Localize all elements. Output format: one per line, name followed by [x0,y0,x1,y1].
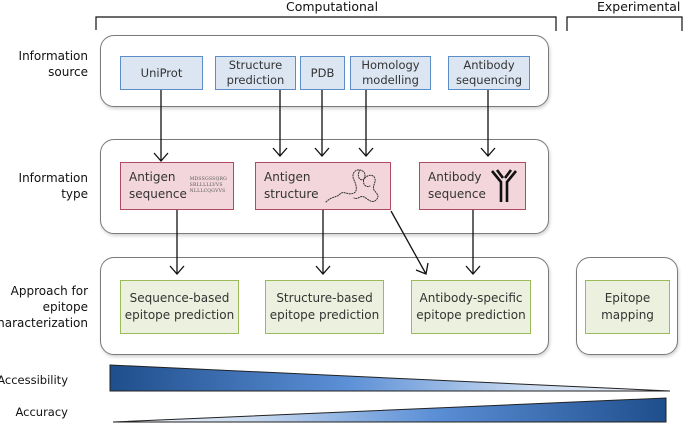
box-text: Antibody [463,58,515,72]
type-antibody-sequence: Antibody sequence [419,162,526,210]
accessibility-label: Accessibility [0,373,68,387]
box-text: Homology [361,58,420,72]
source-uniprot: UniProt [120,56,203,90]
box-text: Antibody [428,170,482,184]
box-text: epitope prediction [124,308,235,322]
accuracy-gradient-wedge [112,397,667,423]
sequence-line: NLLLCQGVVS [189,189,226,194]
row-label-line: type [61,187,88,201]
experimental-bracket [566,16,683,31]
approach-antibody-specific: Antibody-specific epitope prediction [411,280,531,334]
box-text: epitope prediction [269,308,380,322]
row-label-line: Approach for [10,284,88,298]
box-text: Epitope [604,291,651,305]
row-label-line: Information [18,171,88,185]
sequence-text-icon: MDSSGSSQRG SRLLLLLVVS NLLLCQGVVS [190,177,227,195]
box-text: PDB [310,65,335,80]
box-text: sequencing [455,73,523,87]
row-label-information-source: Information source [19,48,88,80]
box-text: UniProt [140,65,183,80]
source-pdb: PDB [300,56,345,90]
box-text: modelling [362,73,419,87]
protein-structure-icon [325,169,379,203]
approach-epitope-mapping: Epitope mapping [585,280,670,334]
box-text: Structure [228,58,283,72]
row-label-line: characterization [0,316,88,330]
box-text: Structure-based [276,291,373,305]
approach-sequence-based: Sequence-based epitope prediction [120,280,239,334]
sequence-line: SRLLLLLVVS [189,183,223,188]
computational-bracket [95,16,557,31]
type-antigen-sequence: Antigen sequence MDSSGSSQRG SRLLLLLVVS NL… [120,162,234,210]
row-label-line: source [48,65,88,79]
row-label-line: Information [18,49,88,63]
box-text: mapping [601,308,654,322]
box-text: Antibody-specific [419,291,523,305]
computational-group-label: Computational [286,0,379,14]
accessibility-gradient-wedge [109,364,671,392]
row-label-approach: Approach for epitope characterization [0,283,88,331]
sequence-line: MDSSGSSQRG [189,177,227,182]
antibody-icon [490,169,518,202]
accuracy-label: Accuracy [15,405,68,419]
approach-structure-based: Structure-based epitope prediction [265,280,384,334]
box-text: epitope prediction [416,308,526,322]
box-text: prediction [226,73,285,87]
box-text: structure [264,187,319,201]
experimental-group-label: Experimental [597,0,681,14]
type-antigen-structure: Antigen structure [255,162,391,210]
row-label-line: epitope [42,300,88,314]
row-label-information-type: Information type [19,170,88,202]
box-text: Sequence-based [129,291,230,305]
box-text: Antigen [129,170,176,184]
box-text: sequence [428,187,486,201]
box-text: Antigen [264,170,311,184]
box-text: sequence [129,187,187,201]
